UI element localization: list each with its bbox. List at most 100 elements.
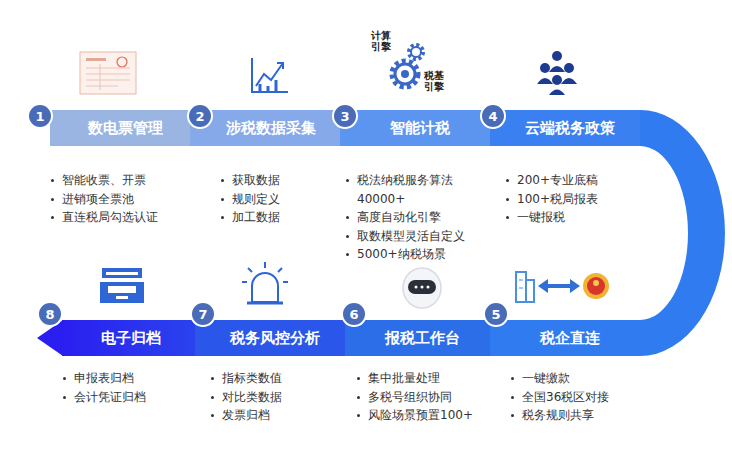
- step-number-circle: 2: [187, 103, 213, 129]
- bullet-text: 指标类数值: [222, 371, 282, 385]
- bullet-text: 多税号组织协同: [368, 390, 452, 404]
- bullet-item: 指标类数值: [208, 369, 282, 388]
- bullet-dot: [506, 179, 509, 182]
- bullet-text: 税法纳税服务算法 40000+: [357, 173, 453, 206]
- bullet-dot: [51, 216, 54, 219]
- archive-icon: [100, 268, 144, 303]
- bullet-text: 集中批量处理: [368, 371, 440, 385]
- bullet-list: 指标类数值对比类数据发票归档: [208, 369, 282, 425]
- step-text: 3: [340, 109, 349, 124]
- bullet-item: 一键报税: [503, 208, 598, 227]
- bullet-dot: [221, 198, 224, 201]
- bullet-text: 风险场景预置100+: [368, 408, 473, 422]
- people-icon: [537, 51, 577, 95]
- bullet-item: 一键缴款: [508, 369, 609, 388]
- bullet-text: 100+税局报表: [517, 192, 598, 206]
- bullet-text: 全国36税区对接: [522, 390, 609, 404]
- step-text: 2: [195, 109, 204, 124]
- bullet-dot: [221, 216, 224, 219]
- bullet-item: 取数模型灵活自定义: [343, 227, 471, 246]
- step-number-circle: 7: [190, 301, 216, 327]
- step-text: 7: [198, 307, 207, 322]
- bullet-item: 100+税局报表: [503, 190, 598, 209]
- bullet-dot: [63, 377, 66, 380]
- bullet-dot: [511, 414, 514, 417]
- bullet-dot: [346, 235, 349, 238]
- bullet-dot: [63, 396, 66, 399]
- bullet-dot: [346, 179, 349, 182]
- step-number-circle: 4: [480, 103, 506, 129]
- step-number-circle: 1: [27, 103, 53, 129]
- bullet-item: 进销项全票池: [48, 190, 158, 209]
- bullet-item: 获取数据: [218, 171, 280, 190]
- bullet-text: 取数模型灵活自定义: [357, 229, 465, 243]
- bullet-list: 税法纳税服务算法 40000+ 高度自动化引擎取数模型灵活自定义 5000+纳税场景: [343, 171, 471, 264]
- bullet-item: 智能收票、开票: [48, 171, 158, 190]
- step-text: 税务风控分析: [230, 329, 320, 348]
- bullet-text: 对比类数据: [222, 390, 282, 404]
- bullet-item: 税法纳税服务算法 40000+: [343, 171, 471, 208]
- band-curve: [638, 110, 725, 356]
- bullet-text: 进销项全票池: [62, 192, 134, 206]
- step-title-band: 云端税务政策: [490, 110, 640, 146]
- bullet-item: 税务规则共享: [508, 406, 609, 425]
- bullet-text: 一键缴款: [522, 371, 570, 385]
- bullet-text: 高度自动化引擎: [357, 210, 441, 224]
- robot-icon: [403, 268, 441, 308]
- bullet-dot: [357, 377, 360, 380]
- bullet-item: 对比类数据: [208, 388, 282, 407]
- step-text: 1: [35, 109, 44, 124]
- step-title-band: 税务风控分析: [195, 320, 345, 356]
- engine-label: 税基 引擎: [424, 70, 446, 92]
- bullet-text: 发票归档: [222, 408, 270, 422]
- bullet-text: 直连税局勾选认证: [62, 210, 158, 224]
- bullet-list: 200+专业底稿 100+税局报表一键报税: [503, 171, 598, 227]
- step-text: 云端税务政策: [525, 119, 615, 138]
- bullet-text: 200+专业底稿: [517, 173, 598, 187]
- bullet-list: 集中批量处理多税号组织协同风险场景预置100+: [354, 369, 473, 425]
- bullet-text: 会计凭证归档: [74, 390, 146, 404]
- bullet-dot: [221, 179, 224, 182]
- bullet-item: 全国36税区对接: [508, 388, 609, 407]
- bullet-dot: [51, 179, 54, 182]
- bullet-item: 高度自动化引擎: [343, 208, 471, 227]
- step-text: 6: [349, 307, 358, 322]
- step-text: 数电票管理: [88, 119, 163, 138]
- bullet-dot: [211, 377, 214, 380]
- step-text: 8: [45, 307, 54, 322]
- bullet-item: 5000+纳税场景: [343, 245, 471, 264]
- step-title-band: 数电票管理: [50, 110, 190, 146]
- bullet-dot: [506, 198, 509, 201]
- bullet-dot: [346, 216, 349, 219]
- bullet-dot: [211, 396, 214, 399]
- bullet-item: 发票归档: [208, 406, 282, 425]
- bullet-dot: [511, 377, 514, 380]
- bullet-dot: [51, 198, 54, 201]
- step-title-band: 智能计税: [340, 110, 490, 146]
- bullet-dot: [346, 253, 349, 256]
- gear-icon: [392, 45, 423, 87]
- bullet-item: 直连税局勾选认证: [48, 208, 158, 227]
- bullet-item: 风险场景预置100+: [354, 406, 473, 425]
- alarm-icon: [242, 262, 288, 303]
- bullet-text: 规则定义: [232, 192, 280, 206]
- step-text: 4: [488, 109, 497, 124]
- bullet-item: 规则定义: [218, 190, 280, 209]
- step-title-band: 报税工作台: [345, 320, 490, 356]
- bullet-item: 会计凭证归档: [60, 388, 146, 407]
- step-text: 报税工作台: [385, 329, 460, 348]
- step-number-circle: 8: [37, 301, 63, 327]
- step-number-circle: 6: [341, 301, 367, 327]
- bullet-text: 一键报税: [517, 210, 565, 224]
- bullet-text: 加工数据: [232, 210, 280, 224]
- step-title-band: 税企直连: [490, 320, 640, 356]
- bullet-text: 申报表归档: [74, 371, 134, 385]
- bullet-dot: [211, 414, 214, 417]
- step-title-band: 电子归档: [62, 320, 195, 356]
- bullet-item: 集中批量处理: [354, 369, 473, 388]
- bullet-dot: [511, 396, 514, 399]
- bullet-text: 税务规则共享: [522, 408, 594, 422]
- bullet-list: 申报表归档会计凭证归档: [60, 369, 146, 406]
- bullet-item: 多税号组织协同: [354, 388, 473, 407]
